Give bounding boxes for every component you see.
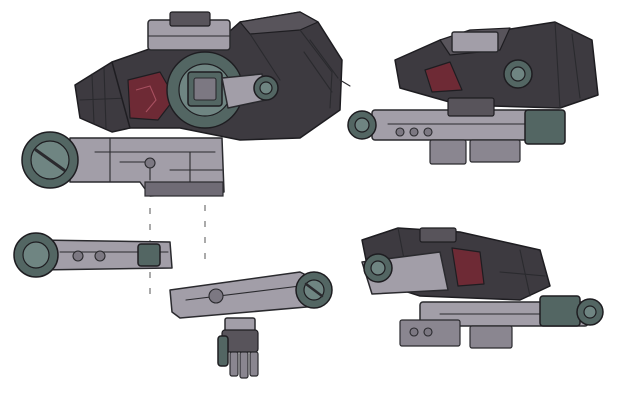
front-barrel-cap	[21, 131, 79, 189]
handle-grip-assembly	[169, 271, 333, 379]
top-bracket	[147, 11, 231, 51]
arm-link-detached	[13, 232, 173, 278]
cannon-perspective-top	[347, 21, 599, 165]
lower-frame	[69, 137, 225, 197]
red-vent-recess	[127, 71, 176, 121]
cannon-side-view	[21, 11, 351, 197]
cannon-perspective-bottom	[361, 227, 604, 349]
sensor-lens	[166, 51, 244, 129]
